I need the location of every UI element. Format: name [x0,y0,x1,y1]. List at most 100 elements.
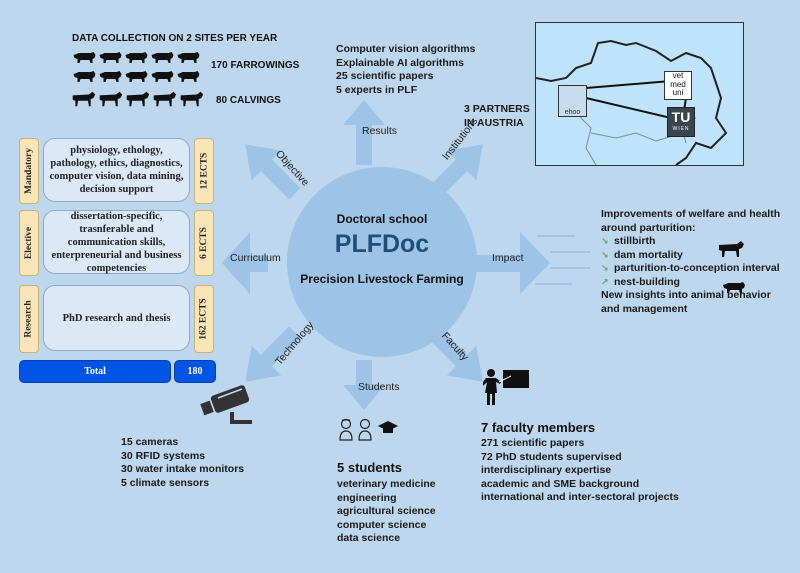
curriculum-ects-label: 12 ECTS [199,152,210,190]
curriculum-ects: 162 ECTS [194,285,214,353]
faculty-heading: 7 faculty members [481,420,596,435]
pig-icon [124,69,149,88]
cow-icon [178,90,205,113]
camera-icon [200,385,252,424]
arrow-label-students: Students [358,381,400,393]
students-item: veterinary medicine [337,478,436,490]
results-item: 25 scientific papers [336,70,434,82]
arrow-label-impact: Impact [492,252,524,264]
vetmeduni-med: med [670,79,686,89]
curriculum-content: physiology, ethology, pathology, ethics,… [43,138,190,202]
graduation-cap-icon [378,421,398,433]
arrow-results [343,100,385,165]
cow-icon [70,90,97,113]
pig-icon [72,69,97,88]
impact-item: ↗ nest-building [601,276,780,290]
impact-heading-line2: around parturition: [601,221,696,234]
impact-item-label: parturition-to-conception interval [614,262,780,274]
faculty-item: 271 scientific papers [481,437,585,449]
arrow-curriculum [222,232,268,294]
faculty-item: international and inter-sectoral project… [481,491,679,503]
students-icons [339,418,398,441]
impact-footer-line2: and management [601,302,688,315]
partners-label: 3 PARTNERS IN AUSTRIA [464,103,530,130]
center-title: PLFDoc [334,230,430,258]
impact-section: Improvements of welfare and health aroun… [601,208,780,316]
results-item: Computer vision algorithms [336,43,476,55]
arrow-faculty [427,326,483,382]
impact-item: ↘parturition-to-conception interval [601,262,780,276]
arrow-technology [245,326,301,382]
vetmeduni-vet: vet [672,71,684,80]
arrow-up-icon: ↗ [601,276,609,287]
arrow-impact [460,232,550,294]
farrowings-count: 170 FARROWINGS [211,60,300,71]
technology-item: 5 climate sensors [121,476,210,489]
pig-icon [124,50,149,69]
logo-raumberg: ehoo [558,85,587,117]
center-subtitle-top: Doctoral school [336,212,428,226]
results-item: 5 experts in PLF [336,83,418,96]
partners-label-line1: 3 PARTNERS [464,103,530,115]
partners-label-line2: IN AUSTRIA [464,116,524,129]
teacher-icon [483,369,529,405]
impact-heading-line1: Improvements of welfare and health [601,208,781,220]
pig-icon [98,69,123,88]
curriculum-ects-label: 162 ECTS [199,298,210,340]
cow-icon [124,90,151,113]
austria-map: ehoo vet med uni TU WIEN [535,22,744,166]
technology-item: 15 cameras [121,436,179,448]
pig-icon [150,50,175,69]
students-heading: 5 students [337,460,403,475]
cow-icon [97,90,124,113]
data-collection-heading: DATA COLLECTION ON 2 SITES PER YEAR [72,33,278,44]
arrow-down-icon: ↘ [601,249,609,260]
curriculum-total-value: 180 [174,360,216,383]
tu-wien-wien: WIEN [672,126,690,132]
arrow-students [343,360,385,410]
impact-item: ↘ dam mortality [601,249,780,263]
technology-item: 30 water intake monitors [121,463,245,475]
curriculum-category: Elective [19,210,39,276]
nurse-icon [339,418,353,441]
impact-item-label: nest-building [614,275,680,288]
impact-item-label: stillbirth [614,235,656,247]
cow-icon-row [70,90,210,113]
curriculum-ects: 12 ECTS [194,138,214,204]
hub-circle [287,167,477,357]
curriculum-category: Research [19,285,39,353]
results-item: Explainable AI algorithms [336,56,464,69]
faculty-item: academic and SME background [481,477,640,490]
curriculum-total-label: Total [19,360,171,383]
logo-vetmeduni: vet med uni [664,71,692,100]
faculty-item: 72 PhD students supervised [481,450,622,463]
curriculum-ects-label: 6 ECTS [199,227,210,259]
curriculum-category-label: Mandatory [24,148,35,194]
technology-item: 30 RFID systems [121,449,206,462]
pig-icon [72,50,97,69]
arrow-label-curriculum: Curriculum [230,252,281,264]
students-item: data science [337,532,401,544]
tu-wien-tu: TU [671,109,691,125]
curriculum-content: dissertation-specific, trasnferable and … [43,210,190,274]
pig-icon [176,69,201,88]
impact-footer-line1: New insights into animal behavior [601,289,771,301]
curriculum-ects: 6 ECTS [194,210,214,276]
students-item: agricultural science [337,505,436,517]
impact-list: ↘ stillbirth ↘ dam mortality↘parturition-to… [601,235,780,289]
curriculum-category: Mandatory [19,138,39,204]
impact-item-label: dam mortality [614,248,683,261]
arrow-institutions [427,144,483,200]
pig-icon-grid [72,50,207,88]
cow-icon [151,90,178,113]
arrow-down-icon: ↘ [601,236,609,246]
pig-icon [723,282,745,293]
logo-tu-wien: TU WIEN [667,107,695,137]
faculty-item: interdisciplinary expertise [481,464,612,476]
arrow-label-results: Results [362,125,398,137]
